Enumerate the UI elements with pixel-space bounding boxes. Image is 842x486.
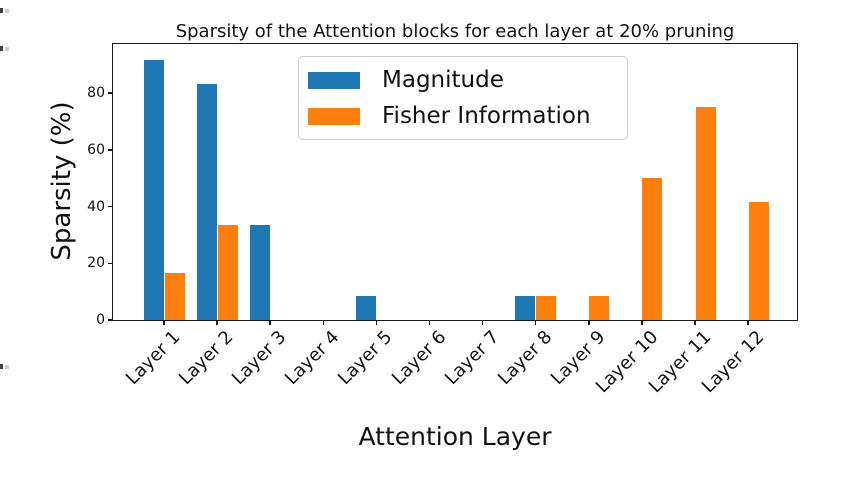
x-tick-label: Layer 3 (228, 326, 291, 390)
bar-fisher-layer-2 (217, 225, 238, 320)
x-tick (747, 321, 749, 325)
bar-magnitude-layer-3 (249, 225, 270, 320)
edge-artifact-2b (5, 47, 9, 51)
x-tick-label: Layer 7 (440, 326, 504, 390)
y-tick (108, 319, 112, 321)
x-tick (428, 321, 431, 325)
x-tick (588, 321, 590, 325)
x-tick-label: Layer 4 (281, 326, 344, 390)
edge-artifact-3b (5, 365, 9, 369)
bar-fisher-layer-9 (589, 296, 610, 320)
x-tick (481, 321, 484, 325)
x-tick-label: Layer 2 (175, 326, 238, 390)
legend-item-fisher-information: Fisher Information (308, 103, 615, 129)
bar-fisher-layer-8 (536, 296, 557, 320)
x-tick-label: Layer 6 (387, 326, 450, 390)
bar-fisher-layer-12 (748, 201, 769, 320)
y-tick-label: 80 (87, 85, 105, 102)
edge-artifact-3 (0, 364, 3, 369)
bar-magnitude-layer-8 (515, 296, 536, 320)
y-tick-label: 20 (87, 255, 105, 272)
y-tick-label: 0 (96, 312, 105, 328)
x-tick (641, 321, 643, 325)
x-tick (534, 321, 537, 325)
x-axis-label: Attention Layer (358, 422, 552, 451)
legend-item-magnitude: Magnitude (308, 67, 615, 93)
bar-fisher-layer-11 (695, 107, 716, 320)
legend-label-fisher-information: Fisher Information (382, 103, 591, 129)
bar-magnitude-layer-5 (355, 296, 376, 320)
y-tick-label: 40 (87, 198, 105, 215)
bar-magnitude-layer-1 (143, 59, 164, 320)
bar-fisher-layer-10 (642, 178, 663, 320)
y-tick (108, 149, 112, 151)
y-tick (108, 205, 112, 208)
x-tick (216, 321, 218, 325)
x-tick (322, 321, 325, 325)
x-tick (694, 321, 696, 325)
x-tick-label: Layer 8 (493, 326, 557, 390)
x-tick (163, 321, 165, 325)
bar-magnitude-layer-2 (196, 83, 217, 320)
legend-swatch-magnitude-icon (308, 71, 360, 89)
legend-swatch-fisher-information-icon (308, 107, 360, 125)
chart-title: Sparsity of the Attention blocks for eac… (175, 21, 735, 42)
legend-label-magnitude: Magnitude (382, 67, 504, 93)
bar-fisher-layer-1 (164, 272, 185, 320)
y-tick (108, 92, 112, 94)
x-tick (375, 321, 378, 325)
edge-artifact-2 (0, 46, 3, 51)
edge-artifact-1 (0, 8, 3, 13)
y-tick (108, 262, 112, 265)
legend: Magnitude Fisher Information (298, 56, 628, 140)
x-tick (269, 321, 271, 325)
x-tick-label: Layer 5 (334, 326, 397, 390)
x-tick-label: Layer 1 (121, 326, 185, 390)
edge-artifact-1b (5, 9, 9, 13)
y-tick-label: 60 (87, 141, 105, 158)
y-axis-label: Sparsity (%) (47, 101, 77, 261)
